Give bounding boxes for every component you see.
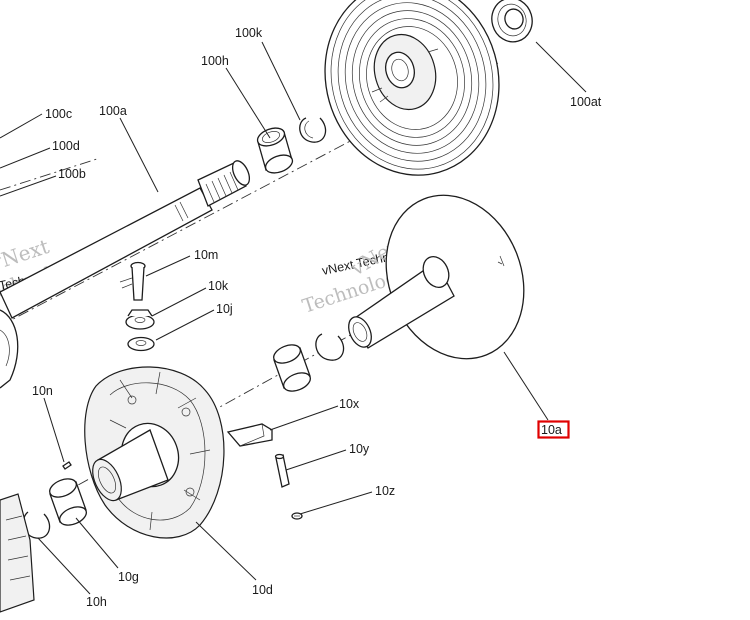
- callout-10a: 10a: [541, 423, 562, 437]
- callout-100c: 100c: [45, 107, 72, 121]
- movable-sheave-100at: [324, 0, 500, 176]
- highlight-box-10a: [537, 420, 570, 439]
- callout-10g: 10g: [118, 570, 139, 584]
- housing-10d: [84, 366, 225, 539]
- callout-10h: 10h: [86, 595, 107, 609]
- callout-10z: 10z: [375, 484, 395, 498]
- roller-10y: [274, 453, 290, 488]
- callout-10j: 10j: [216, 302, 233, 316]
- sheave-10a: [348, 194, 525, 360]
- retaining-ring-100k: [299, 117, 327, 143]
- washer-10k: [125, 309, 155, 330]
- callout-labels: 100k 100h 100c 100a 100d 100b 100at 10m …: [32, 26, 602, 609]
- callout-100d: 100d: [52, 139, 80, 153]
- callout-100k: 100k: [235, 26, 263, 40]
- bushing-10-spacer: [273, 344, 311, 392]
- bushing-100h: [256, 127, 294, 174]
- callout-10n: 10n: [32, 384, 53, 398]
- screw-10z: [291, 512, 303, 520]
- pin-10n: [62, 461, 72, 470]
- bushing-10g: [49, 478, 87, 526]
- drive-shaft-100a: [0, 160, 251, 389]
- retaining-ring-10: [315, 333, 345, 361]
- callout-10k: 10k: [208, 279, 229, 293]
- washer-10j: [127, 336, 155, 352]
- callout-100b: 100b: [58, 167, 86, 181]
- callout-10m: 10m: [194, 248, 218, 262]
- callout-100h: 100h: [201, 54, 229, 68]
- callout-100a: 100a: [99, 104, 127, 118]
- pin-10m: [119, 261, 146, 301]
- callout-100at: 100at: [570, 95, 602, 109]
- callout-10y: 10y: [349, 442, 370, 456]
- seal-100at: [491, 0, 533, 43]
- callout-10d: 10d: [252, 583, 273, 597]
- callout-10x: 10x: [339, 397, 360, 411]
- leader-lines: [0, 41, 587, 595]
- adjacent-assembly: [0, 493, 35, 613]
- ramp-10x: [226, 423, 273, 447]
